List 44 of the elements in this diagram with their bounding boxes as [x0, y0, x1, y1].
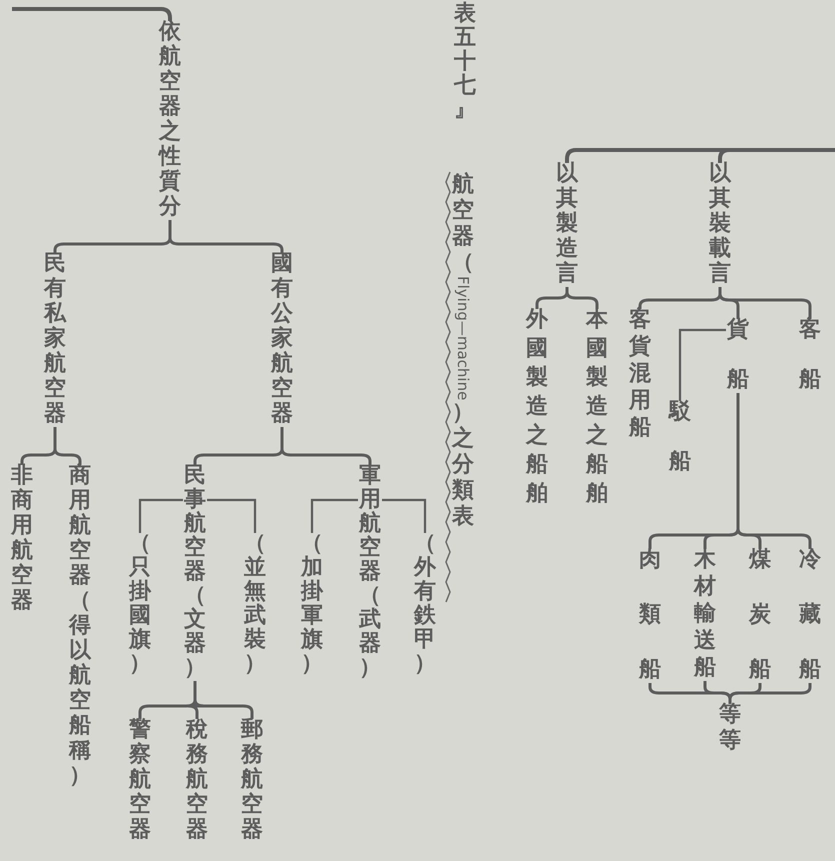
category-text: 駁船: [669, 400, 691, 474]
bracket-line: [138, 498, 183, 533]
bracket-line: [678, 328, 726, 401]
category-text: 軍用航空器（武器）: [359, 464, 381, 680]
category-text: （只掛國旗）: [129, 532, 151, 676]
category-text: 商用航空器（得以航空船稱）: [69, 464, 91, 788]
category-text: 外國製造之船舶: [526, 308, 548, 506]
bracket-line: [207, 498, 256, 533]
category-text: 民事航空器（文器）: [184, 464, 206, 680]
bracket-line: [310, 498, 358, 533]
category-text: 客船: [799, 318, 821, 392]
category-text: （並無武裝）: [244, 532, 266, 676]
category-text: 依航空器之性質分: [159, 20, 181, 219]
category-text: 冷藏船: [799, 548, 821, 682]
category-text: 貨船: [727, 318, 749, 392]
category-text: 稅務航空器: [186, 718, 208, 842]
category-text: 以其製造言: [556, 162, 578, 286]
category-text: 木材輸送船: [694, 548, 716, 680]
category-text: 客貨混用船: [629, 308, 651, 440]
category-text: 警察航空器: [129, 718, 151, 842]
connector-line: [12, 7, 172, 21]
table-title: 航空器（Flying—machine）之分類表: [451, 172, 475, 530]
category-text: 本國製造之船舶: [586, 308, 608, 506]
category-text: 民有私家航空器: [44, 252, 66, 426]
brace-line: [536, 287, 568, 309]
brace-line: [168, 220, 284, 253]
category-text: （加掛軍旗）: [301, 532, 323, 676]
brace-line: [638, 287, 722, 309]
category-text: 國有公家航空器: [271, 252, 293, 426]
category-text: 煤炭船: [749, 548, 771, 682]
category-text: 等等: [719, 703, 741, 753]
category-text: 郵務航空器: [241, 718, 263, 842]
brace-line: [648, 683, 732, 704]
category-text: （外有鉄甲）: [414, 532, 436, 676]
brace-line: [54, 427, 82, 465]
connector-line: [718, 148, 835, 163]
bracket-line: [382, 498, 426, 533]
brace-line: [648, 393, 740, 549]
category-text: 肉類船: [639, 548, 661, 682]
category-text: 以其裝載言: [709, 162, 731, 286]
category-text: 非商用航空器: [11, 464, 33, 613]
brace-line: [194, 681, 254, 719]
table-number: 表五十七』: [454, 2, 476, 122]
brace-line: [280, 427, 372, 465]
